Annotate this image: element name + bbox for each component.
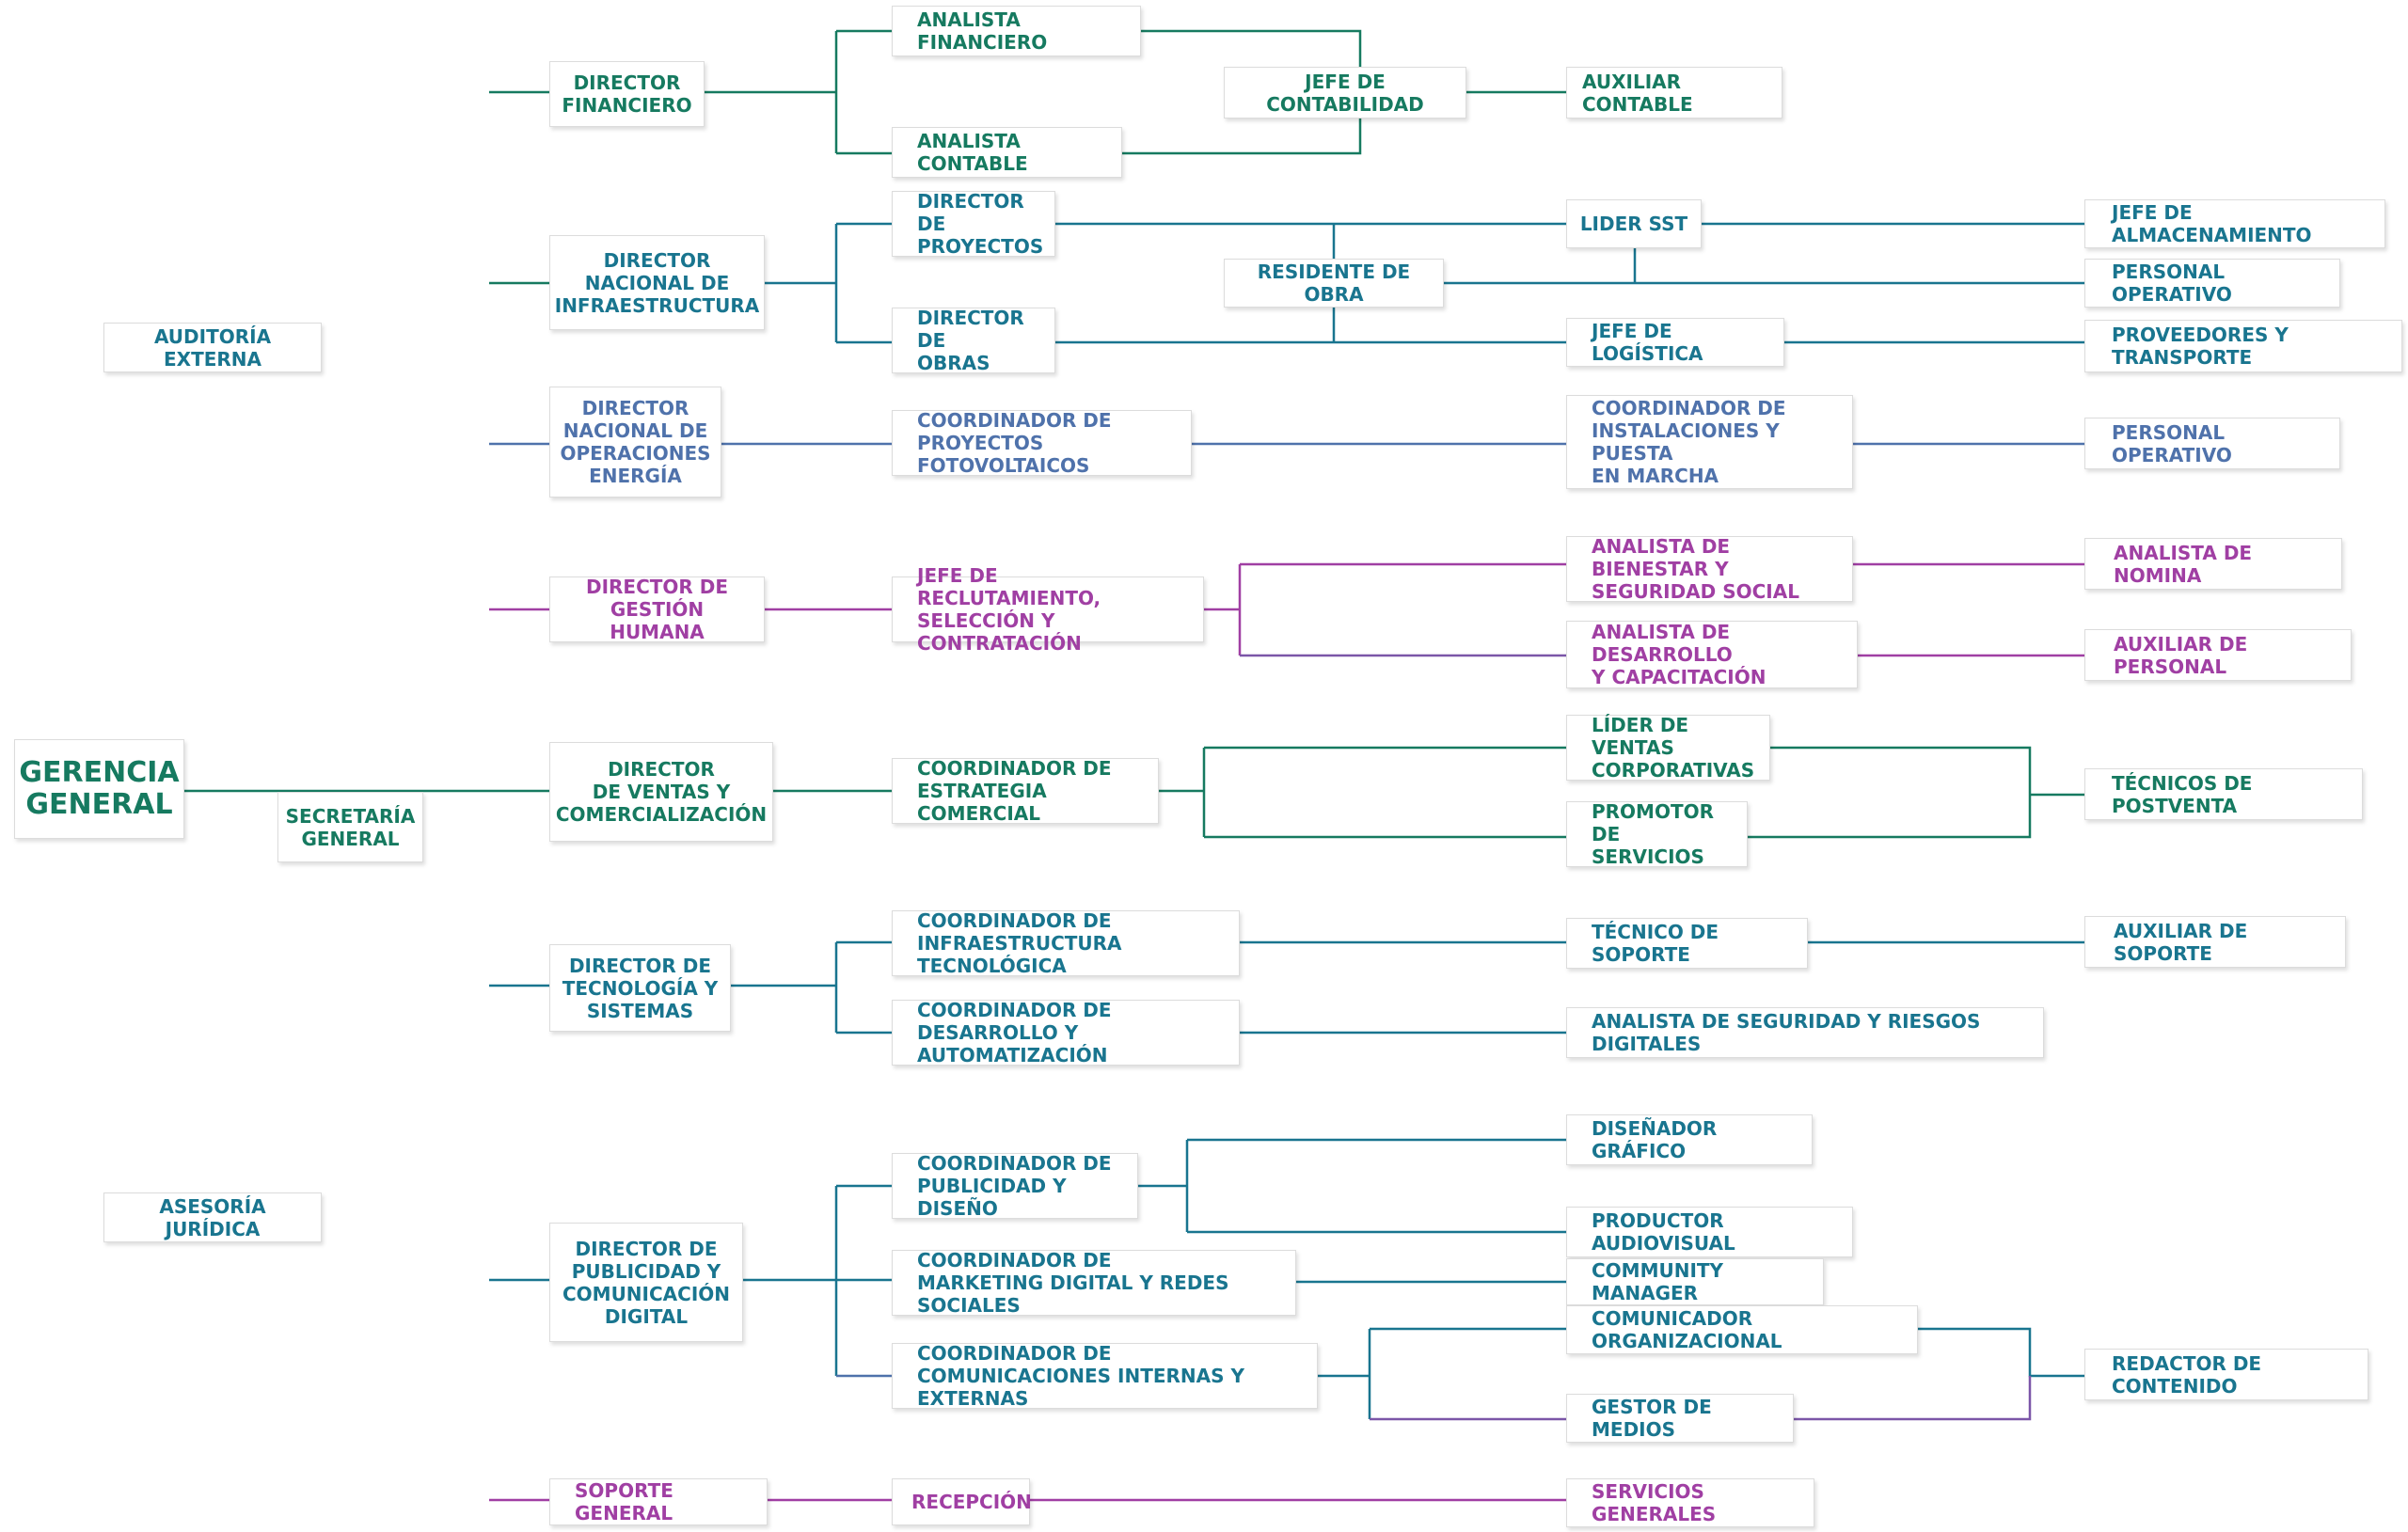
node-lider-sst: LIDER SST	[1566, 199, 1702, 248]
node-auxiliar-soporte: AUXILIAR DE SOPORTE	[2084, 916, 2346, 968]
node-analista-seguridad: ANALISTA DE SEGURIDAD Y RIESGOS DIGITALE…	[1566, 1007, 2044, 1058]
node-coordinador-publicidad-diseno: COORDINADOR DE PUBLICIDAD Y DISEÑO	[892, 1152, 1138, 1220]
node-redactor-contenido: REDACTOR DE CONTENIDO	[2084, 1349, 2368, 1400]
node-director-obras: DIRECTOR DE OBRAS	[892, 307, 1055, 374]
node-gerencia-general: GERENCIA GENERAL	[14, 739, 184, 839]
node-tecnicos-postventa: TÉCNICOS DE POSTVENTA	[2084, 768, 2363, 820]
node-jefe-logistica: JEFE DE LOGÍSTICA	[1566, 318, 1784, 367]
node-analista-financiero: ANALISTA FINANCIERO	[892, 6, 1141, 56]
node-jefe-reclutamiento: JEFE DE RECLUTAMIENTO, SELECCIÓN Y CONTR…	[892, 564, 1204, 655]
node-personal-operativo-energia: PERSONAL OPERATIVO	[2084, 418, 2340, 469]
node-promotor-servicios: PROMOTOR DE SERVICIOS	[1566, 800, 1748, 868]
node-residente-obra: RESIDENTE DE OBRA	[1224, 259, 1444, 308]
node-jefe-contabilidad: JEFE DE CONTABILIDAD	[1224, 67, 1466, 118]
node-comunicador-organizacional: COMUNICADOR ORGANIZACIONAL	[1566, 1305, 1918, 1354]
node-secretaria-general: SECRETARÍA GENERAL	[277, 792, 423, 862]
node-coordinador-infra-tecnologica: COORDINADOR DE INFRAESTRUCTURA TECNOLÓGI…	[892, 909, 1240, 977]
node-coordinador-fotovoltaicos: COORDINADOR DE PROYECTOS FOTOVOLTAICOS	[892, 409, 1192, 477]
node-auditoria-externa: AUDITORÍA EXTERNA	[103, 323, 322, 372]
node-auxiliar-contable: AUXILIAR CONTABLE	[1566, 67, 1782, 118]
node-director-gestion-humana: DIRECTOR DE GESTIÓN HUMANA	[549, 576, 765, 643]
node-director-tecnologia: DIRECTOR DE TECNOLOGÍA Y SISTEMAS	[549, 944, 731, 1032]
node-productor-audiovisual: PRODUCTOR AUDIOVISUAL	[1566, 1207, 1853, 1257]
node-soporte-general: SOPORTE GENERAL	[549, 1478, 768, 1525]
node-tecnico-soporte: TÉCNICO DE SOPORTE	[1566, 918, 1808, 969]
node-recepcion: RECEPCIÓN	[892, 1478, 1032, 1525]
node-community-manager: COMMUNITY MANAGER	[1566, 1258, 1824, 1305]
node-proveedores-transporte: PROVEEDORES Y TRANSPORTE	[2084, 320, 2402, 372]
node-director-proyectos: DIRECTOR DE PROYECTOS	[892, 190, 1055, 258]
node-director-financiero: DIRECTOR FINANCIERO	[549, 61, 705, 127]
node-gestor-medios: GESTOR DE MEDIOS	[1566, 1394, 1794, 1443]
node-jefe-almacenamiento: JEFE DE ALMACENAMIENTO	[2084, 199, 2385, 248]
node-director-ventas: DIRECTOR DE VENTAS Y COMERCIALIZACIÓN	[549, 742, 773, 842]
node-analista-nomina: ANALISTA DE NOMINA	[2084, 538, 2342, 590]
node-coordinador-instalaciones: COORDINADOR DE INSTALACIONES Y PUESTA EN…	[1566, 395, 1853, 489]
node-analista-desarrollo: ANALISTA DE DESARROLLO Y CAPACITACIÓN	[1566, 621, 1858, 688]
node-coordinador-estrategia: COORDINADOR DE ESTRATEGIA COMERCIAL	[892, 757, 1159, 825]
node-director-infraestructura: DIRECTOR NACIONAL DE INFRAESTRUCTURA	[549, 235, 765, 330]
node-coordinador-comunicaciones: COORDINADOR DE COMUNICACIONES INTERNAS Y…	[892, 1342, 1318, 1410]
node-servicios-generales: SERVICIOS GENERALES	[1566, 1478, 1814, 1527]
node-analista-contable: ANALISTA CONTABLE	[892, 127, 1122, 178]
node-lider-ventas: LÍDER DE VENTAS CORPORATIVAS	[1566, 714, 1770, 782]
node-director-energia: DIRECTOR NACIONAL DE OPERACIONES ENERGÍA	[549, 387, 721, 498]
node-asesoria-juridica: ASESORÍA JURÍDICA	[103, 1192, 322, 1242]
node-director-publicidad: DIRECTOR DE PUBLICIDAD Y COMUNICACIÓN DI…	[549, 1223, 743, 1342]
node-analista-bienestar: ANALISTA DE BIENESTAR Y SEGURIDAD SOCIAL	[1566, 535, 1853, 603]
node-personal-operativo-infra: PERSONAL OPERATIVO	[2084, 259, 2340, 308]
node-disenador-grafico: DISEÑADOR GRÁFICO	[1566, 1114, 1813, 1165]
node-coordinador-desarrollo: COORDINADOR DE DESARROLLO Y AUTOMATIZACI…	[892, 999, 1240, 1066]
node-auxiliar-personal: AUXILIAR DE PERSONAL	[2084, 629, 2352, 681]
node-coordinador-marketing: COORDINADOR DE MARKETING DIGITAL Y REDES…	[892, 1249, 1296, 1317]
